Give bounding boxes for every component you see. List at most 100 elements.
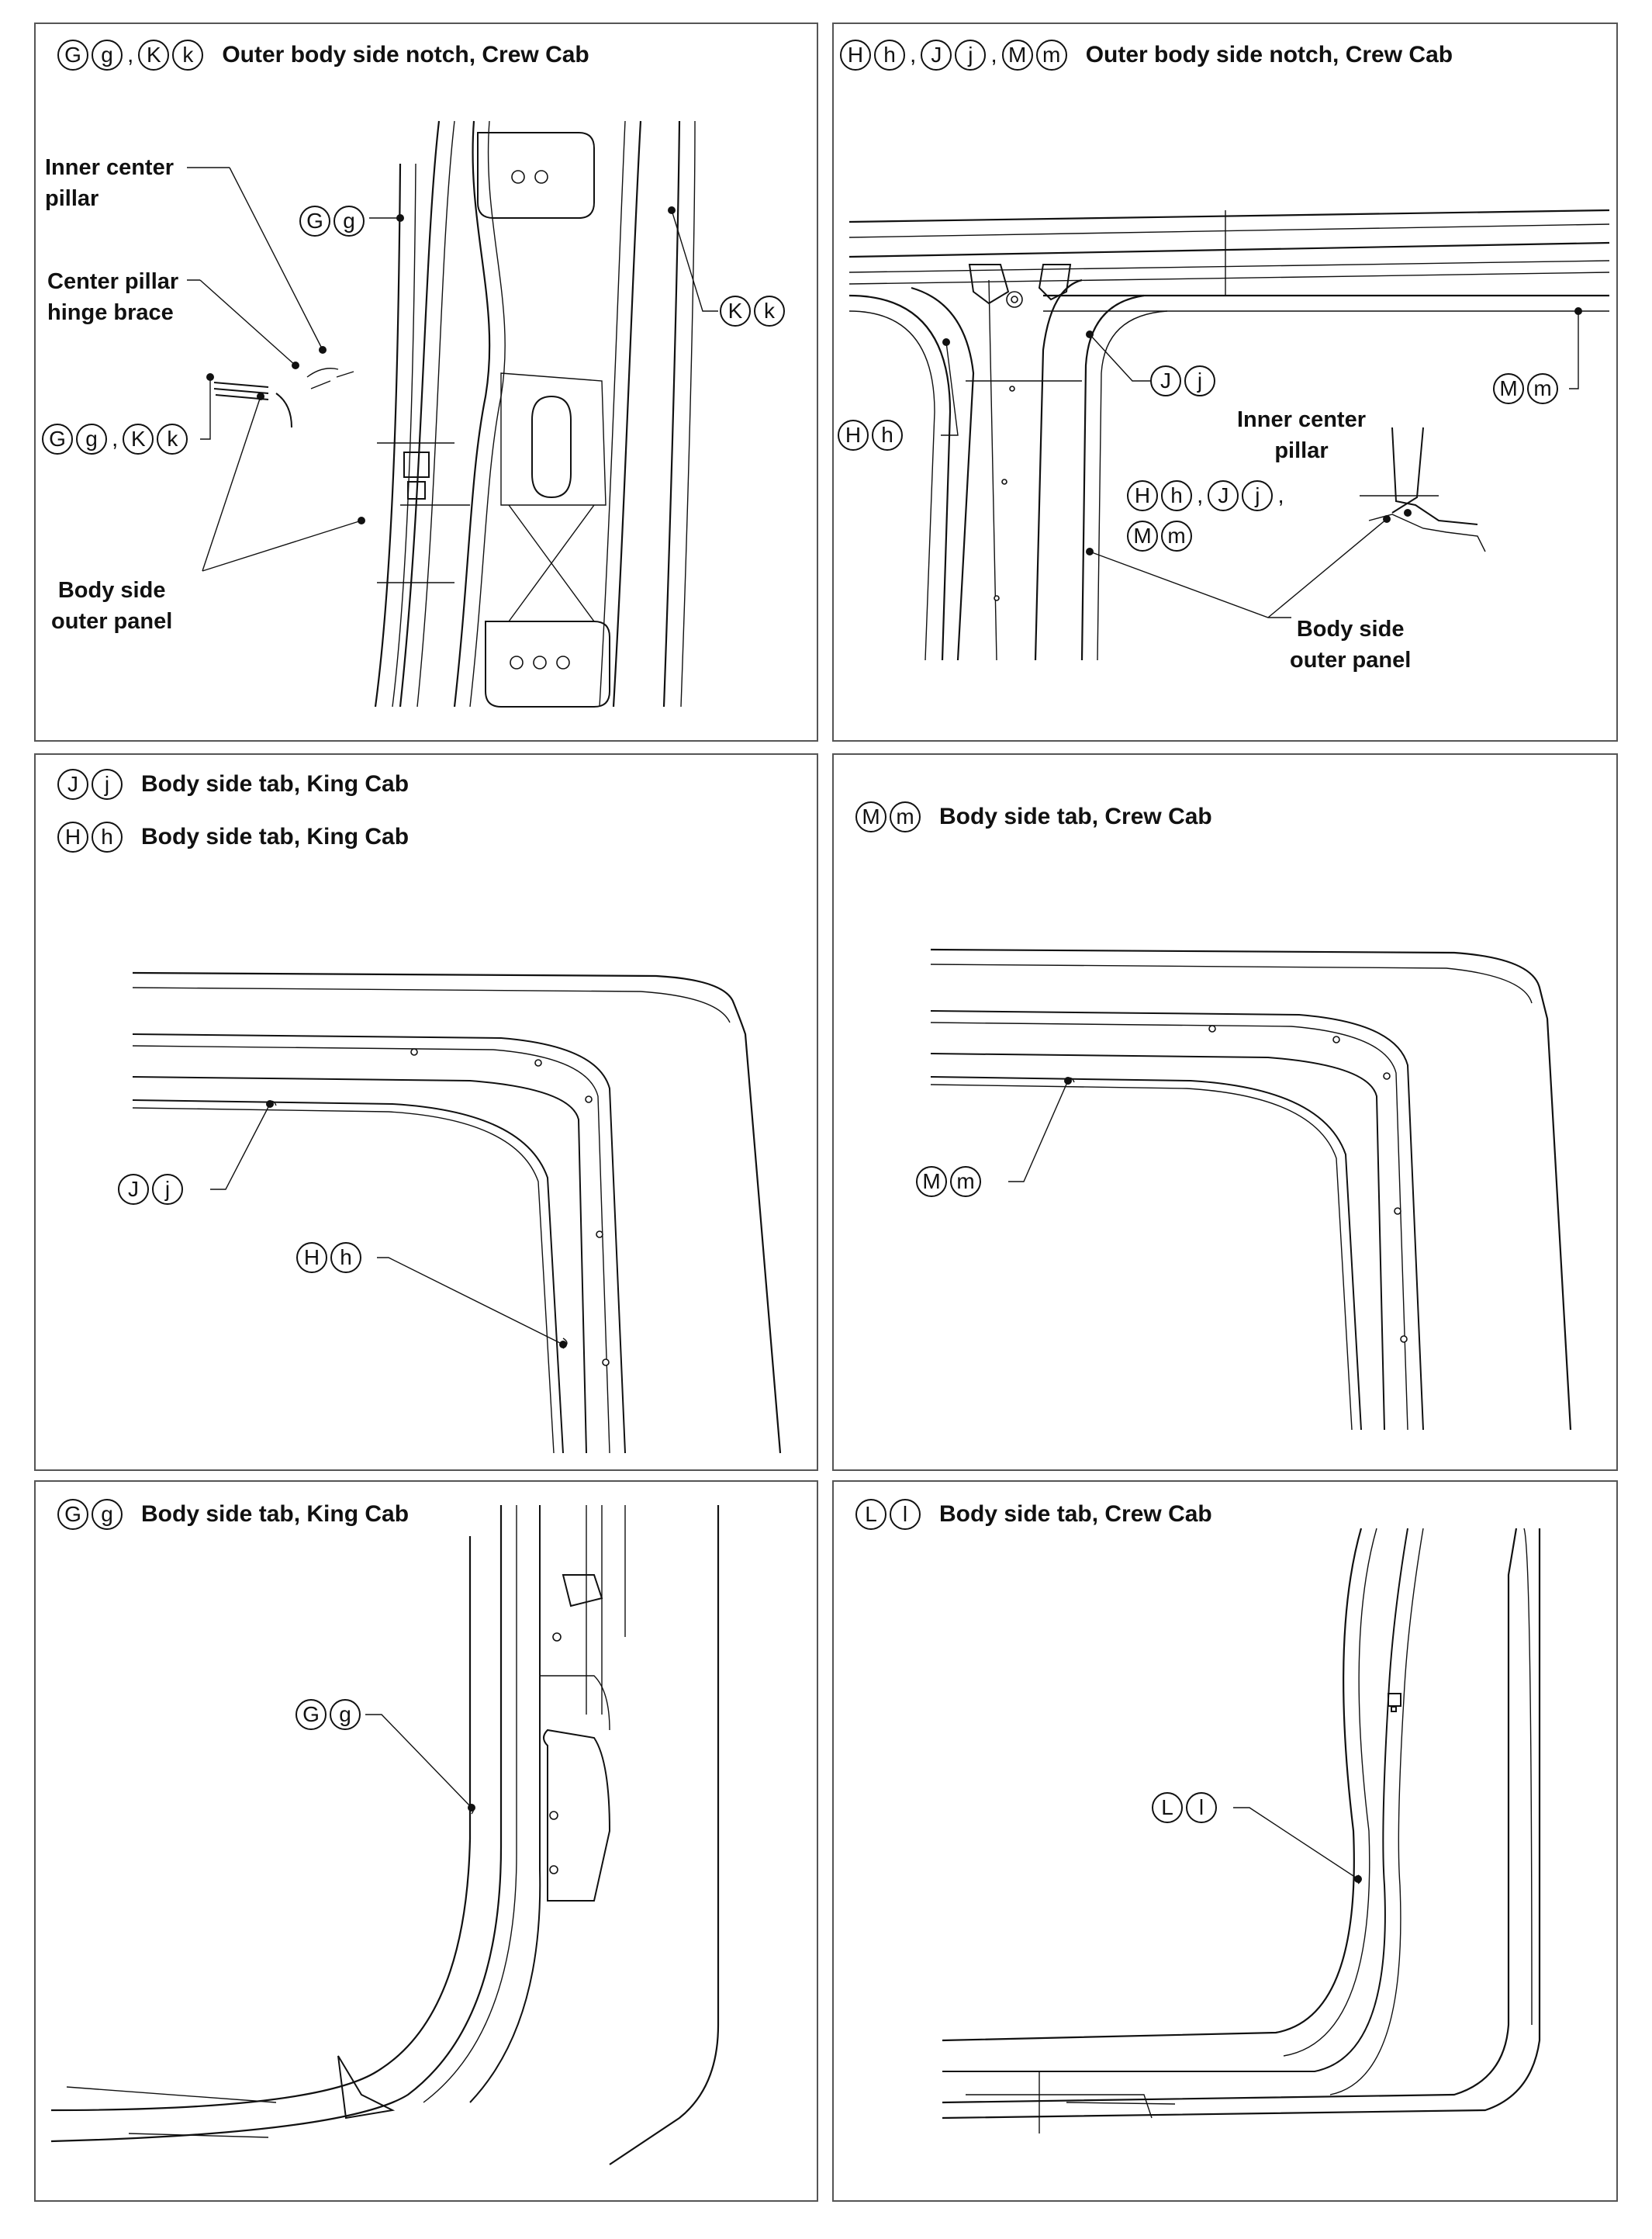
- code-circle: g: [92, 40, 123, 71]
- callout-ggkk: G g , K k: [42, 424, 191, 455]
- code-circle: m: [890, 801, 921, 832]
- code-circle: J: [118, 1174, 149, 1205]
- code-circle: k: [157, 424, 188, 455]
- callout-gg: G g: [295, 1699, 364, 1730]
- p3-title-line1: Body side tab, King Cab: [141, 771, 410, 797]
- code-circle: j: [152, 1174, 183, 1205]
- callout-ll: L l: [1152, 1792, 1220, 1823]
- code-circle: H: [838, 420, 869, 451]
- p1-title: Outer body side notch, Crew Cab: [222, 42, 589, 67]
- p3-drawing: [36, 755, 818, 1471]
- code-circle: k: [754, 296, 785, 327]
- p3-title-line2: Body side tab, King Cab: [141, 824, 410, 850]
- separator: ,: [1197, 483, 1204, 508]
- code-circle: L: [855, 1499, 886, 1530]
- code-circle: H: [296, 1242, 327, 1273]
- code-circle: g: [76, 424, 107, 455]
- p5-title: Body side tab, King Cab: [141, 1501, 410, 1527]
- p2-header: H h , J j , M m Outer body side notch, C…: [840, 40, 1453, 71]
- code-circle: g: [330, 1699, 361, 1730]
- code-circle: m: [1035, 40, 1067, 71]
- p2-drawing: [834, 24, 1618, 742]
- panel-g-k-outer-notch-crew-cab: G g , K k Outer body side notch, Crew Ca…: [34, 22, 818, 742]
- callout-jj: J j: [118, 1174, 186, 1205]
- callout-hh: H h: [838, 420, 906, 451]
- code-circle: h: [874, 40, 905, 71]
- panel-j-h-body-side-tab-king-cab: J j Body side tab, King Cab H h Body sid…: [34, 753, 818, 1471]
- p5-header: G g Body side tab, King Cab: [57, 1499, 409, 1530]
- code-circle: G: [295, 1699, 327, 1730]
- p1-header: G g , K k Outer body side notch, Crew Ca…: [57, 40, 589, 71]
- code-circle: m: [950, 1166, 981, 1197]
- code-circle: M: [1493, 373, 1524, 404]
- code-circle: K: [720, 296, 751, 327]
- p4-drawing: [834, 755, 1618, 1471]
- code-circle: J: [57, 769, 88, 800]
- code-circle: G: [57, 40, 88, 71]
- code-circle: K: [123, 424, 154, 455]
- code-circle: j: [1242, 480, 1274, 511]
- callout-mm-lower: M m: [1127, 521, 1195, 552]
- p4-header: M m Body side tab, Crew Cab: [855, 801, 1212, 832]
- callout-gg: G g: [299, 206, 368, 237]
- code-circle: M: [916, 1166, 947, 1197]
- callout-mm: M m: [1493, 373, 1561, 404]
- label-body-side-outer-panel: Body side outer panel: [1290, 617, 1412, 673]
- code-circle: j: [92, 769, 123, 800]
- callout-jj: J j: [1150, 365, 1218, 396]
- p3-header-line2: H h Body side tab, King Cab: [57, 822, 409, 853]
- panel-g-body-side-tab-king-cab: G g Body side tab, King Cab G g: [34, 1480, 818, 2202]
- code-circle: H: [57, 822, 88, 853]
- code-circle: j: [1184, 365, 1215, 396]
- p4-title: Body side tab, Crew Cab: [939, 804, 1212, 829]
- code-circle: H: [1127, 480, 1158, 511]
- separator: ,: [127, 42, 134, 67]
- code-circle: k: [172, 40, 204, 71]
- code-circle: K: [138, 40, 170, 71]
- callout-hh: H h: [296, 1242, 365, 1273]
- panel-l-body-side-tab-crew-cab: L l Body side tab, Crew Cab L l: [832, 1480, 1618, 2202]
- callout-mm: M m: [916, 1166, 984, 1197]
- code-circle: J: [921, 40, 952, 71]
- p6-header: L l Body side tab, Crew Cab: [855, 1499, 1212, 1530]
- p3-header-line1: J j Body side tab, King Cab: [57, 769, 409, 800]
- p2-title: Outer body side notch, Crew Cab: [1085, 42, 1453, 67]
- p6-drawing: [834, 1482, 1618, 2202]
- code-circle: g: [92, 1499, 123, 1530]
- p5-drawing: [36, 1482, 818, 2202]
- callout-hhjj: H h , J j ,: [1127, 480, 1289, 511]
- code-circle: J: [1208, 480, 1239, 511]
- code-circle: l: [890, 1499, 921, 1530]
- code-circle: J: [1150, 365, 1181, 396]
- code-circle: L: [1152, 1792, 1183, 1823]
- label-center-pillar-hinge-brace: Center pillar hinge brace: [47, 269, 179, 325]
- p1-drawing: [36, 24, 818, 742]
- code-circle: h: [1161, 480, 1192, 511]
- code-circle: M: [855, 801, 886, 832]
- p6-title: Body side tab, Crew Cab: [939, 1501, 1212, 1527]
- panel-m-body-side-tab-crew-cab: M m Body side tab, Crew Cab M m: [832, 753, 1618, 1471]
- code-circle: l: [1186, 1792, 1217, 1823]
- label-body-side-outer-panel: Body side outer panel: [51, 578, 173, 634]
- separator: ,: [910, 42, 917, 67]
- label-inner-center-pillar: Inner center pillar: [45, 155, 174, 211]
- code-circle: h: [330, 1242, 361, 1273]
- code-circle: G: [57, 1499, 88, 1530]
- code-circle: h: [92, 822, 123, 853]
- code-circle: h: [872, 420, 903, 451]
- code-circle: m: [1527, 373, 1558, 404]
- code-circle: M: [1001, 40, 1033, 71]
- callout-kk: K k: [720, 296, 788, 327]
- code-circle: M: [1127, 521, 1158, 552]
- code-circle: G: [299, 206, 330, 237]
- code-circle: H: [840, 40, 871, 71]
- code-circle: G: [42, 424, 73, 455]
- separator: ,: [112, 426, 119, 452]
- label-inner-center-pillar: Inner center pillar: [1237, 407, 1366, 463]
- code-circle: j: [955, 40, 987, 71]
- code-circle: m: [1161, 521, 1192, 552]
- separator: ,: [990, 42, 997, 67]
- separator: ,: [1277, 483, 1284, 508]
- panel-h-j-m-outer-notch-crew-cab: H h , J j , M m Outer body side notch, C…: [832, 22, 1618, 742]
- code-circle: g: [334, 206, 365, 237]
